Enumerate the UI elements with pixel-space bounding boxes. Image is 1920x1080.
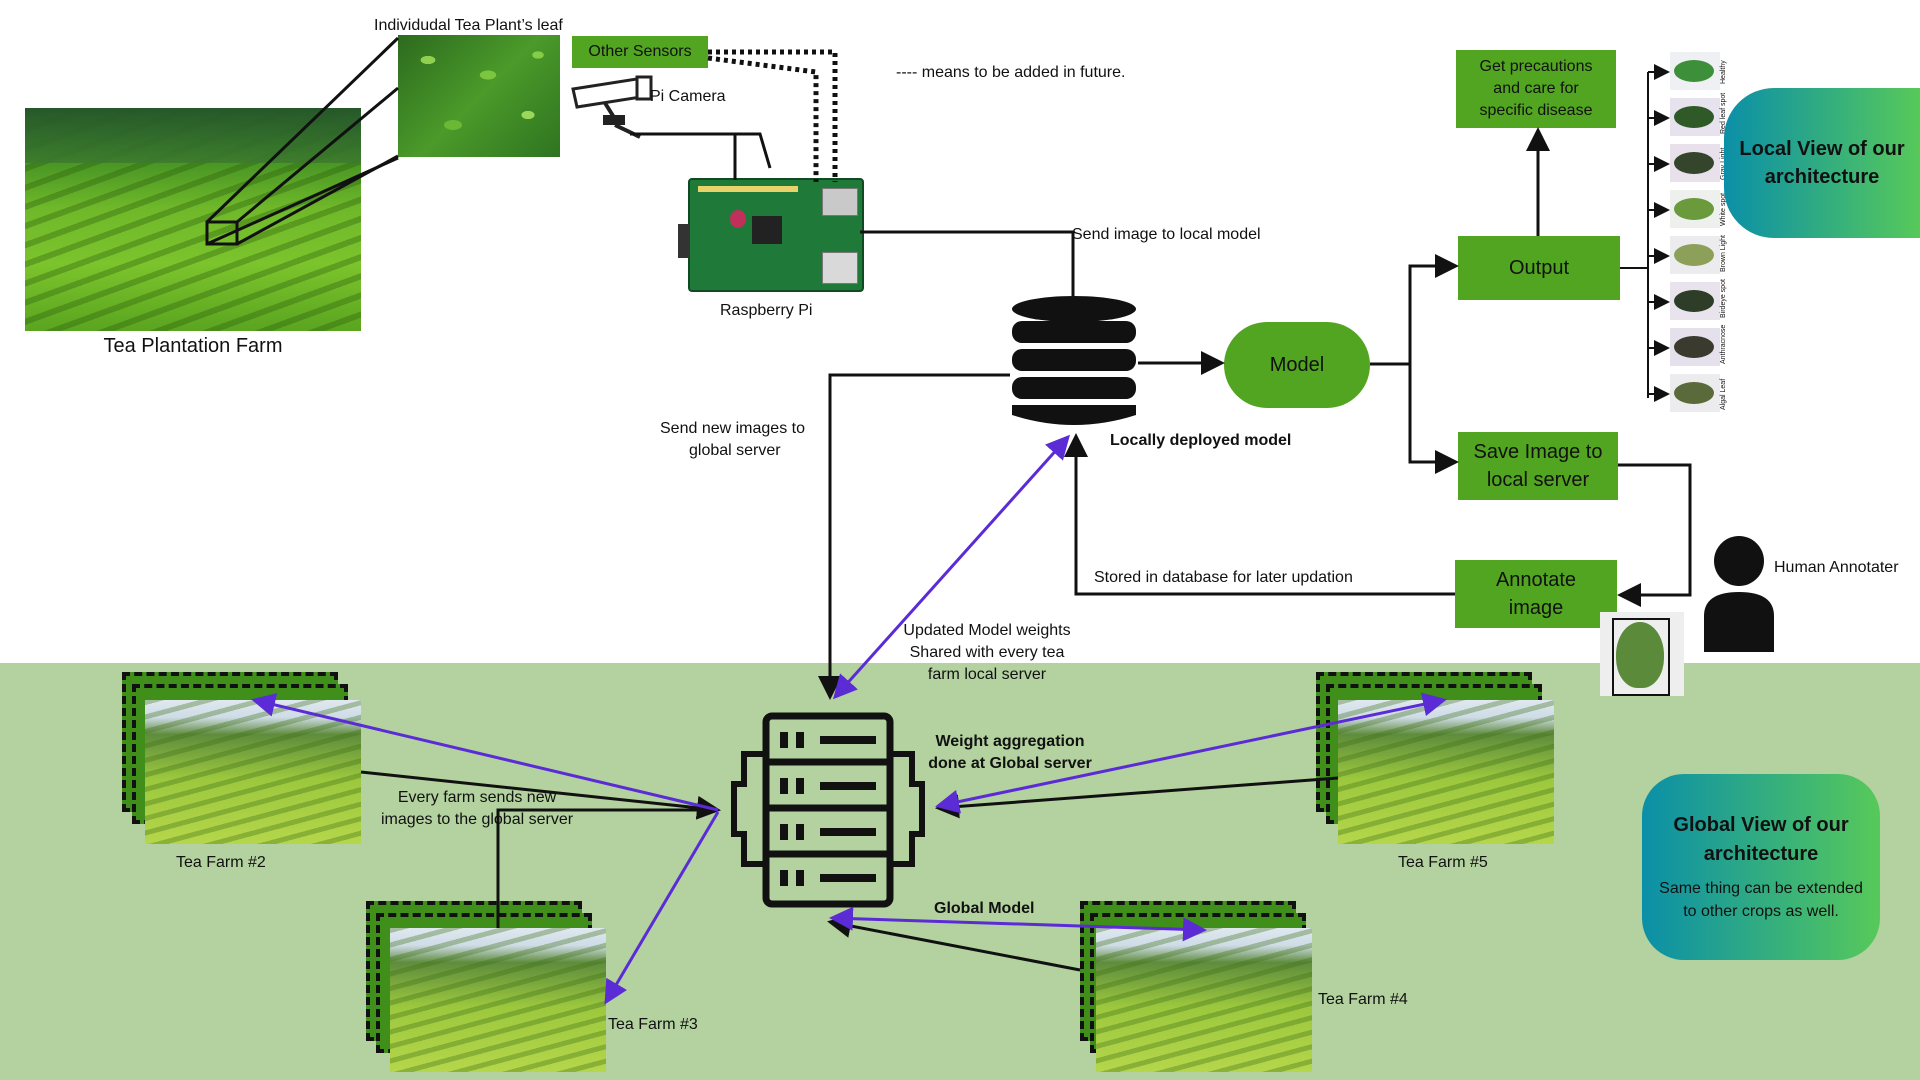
precautions-box: Get precautions and care for specific di… bbox=[1456, 50, 1616, 128]
pi-chip bbox=[752, 216, 782, 244]
farm-2-label: Tea Farm #2 bbox=[176, 854, 266, 871]
leaf-class-label: Birdeye spot bbox=[1720, 279, 1727, 318]
pi-connector bbox=[678, 224, 690, 258]
local-model-label: Locally deployed model bbox=[1110, 432, 1292, 449]
leaf-label: Individudal Tea Plant’s leaf bbox=[374, 17, 563, 34]
leaf-thumb-icon bbox=[1674, 60, 1714, 82]
weight-agg-label: Weight aggregation done at Global server bbox=[928, 733, 1092, 772]
farm-4-label: Tea Farm #4 bbox=[1318, 991, 1408, 1008]
global-view-title: Global View of our architecture bbox=[1673, 814, 1849, 865]
leaf-thumb-icon bbox=[1674, 152, 1714, 174]
every-farm-label: Every farm sends new images to the globa… bbox=[380, 789, 574, 828]
updated-weights-label: Updated Model weights Shared with every … bbox=[903, 622, 1071, 683]
global-model-label: Global Model bbox=[934, 900, 1035, 917]
other-sensors-label: Other Sensors bbox=[588, 43, 692, 60]
leaf-thumb-icon bbox=[1674, 106, 1714, 128]
pi-header bbox=[698, 186, 798, 192]
pi-ethernet bbox=[822, 252, 858, 284]
leaf-class-label: Healthy bbox=[1720, 60, 1727, 84]
future-note: ---- means to be added in future. bbox=[896, 64, 1126, 81]
annotate-label: Annotate image bbox=[1495, 569, 1577, 619]
forest-strip bbox=[25, 108, 361, 163]
model-node: Model bbox=[1224, 322, 1370, 408]
stored-label: Stored in database for later updation bbox=[1094, 569, 1353, 586]
farm-3-label: Tea Farm #3 bbox=[608, 1016, 698, 1033]
leaf-thumb-icon bbox=[1674, 290, 1714, 312]
output-label: Output bbox=[1508, 256, 1570, 279]
pi-camera-label: Pi Camera bbox=[650, 88, 726, 105]
tea-leaf-image bbox=[398, 35, 560, 157]
farm-5-label: Tea Farm #5 bbox=[1398, 854, 1488, 871]
leaf-class-label: Brown Light bbox=[1720, 235, 1727, 272]
global-view-badge: Global View of our architecture Same thi… bbox=[1642, 774, 1880, 960]
tea-farm-5-image bbox=[1338, 700, 1554, 844]
precautions-label: Get precautions and care for specific di… bbox=[1479, 58, 1593, 119]
leaf-thumb-icon bbox=[1674, 382, 1714, 404]
leaf-shape-icon bbox=[1616, 622, 1664, 688]
global-server-icon bbox=[728, 712, 928, 908]
annotated-leaf-image bbox=[1600, 612, 1684, 696]
leaf-thumb-icon bbox=[1674, 244, 1714, 266]
raspberry-logo-icon bbox=[730, 210, 746, 228]
tea-farm-3-image bbox=[390, 928, 606, 1072]
local-view-label: Local View of our architecture bbox=[1739, 138, 1905, 188]
pi-usb bbox=[822, 188, 858, 216]
leaf-class-label: Algal Leaf bbox=[1720, 378, 1727, 410]
leaf-class-item: Red leaf spot bbox=[1670, 93, 1727, 136]
global-view-sub: Same thing can be extended to other crop… bbox=[1659, 880, 1863, 920]
tea-farm-2-image bbox=[145, 700, 361, 844]
leaf-thumb-icon bbox=[1674, 336, 1714, 358]
output-box: Output bbox=[1458, 236, 1620, 300]
leaf-class-item: Brown Light bbox=[1670, 235, 1727, 274]
leaf-class-item: White spot bbox=[1670, 190, 1727, 228]
leaf-class-item: Birdeye spot bbox=[1670, 279, 1727, 320]
send-global-label-2: global server bbox=[689, 442, 781, 459]
bounding-box bbox=[1612, 618, 1670, 696]
database-icon bbox=[1010, 295, 1138, 430]
tea-plantation-image bbox=[25, 108, 361, 331]
leaf-class-list: Healthy Red leaf spot Gray Light White s… bbox=[1670, 52, 1740, 422]
tea-farm-4-image bbox=[1096, 928, 1312, 1072]
leaf-class-item: Healthy bbox=[1670, 52, 1727, 90]
human-label: Human Annotater bbox=[1774, 559, 1899, 576]
leaf-class-item: Anthracnose bbox=[1670, 325, 1727, 366]
other-sensors-box: Other Sensors bbox=[572, 36, 708, 68]
leaf-class-item: Algal Leaf bbox=[1670, 374, 1727, 412]
send-local-label: Send image to local model bbox=[1072, 226, 1261, 243]
leaf-thumb-icon bbox=[1674, 198, 1714, 220]
raspberry-pi-board bbox=[678, 178, 864, 292]
save-image-box: Save Image to local server bbox=[1458, 432, 1618, 500]
local-view-badge: Local View of our architecture bbox=[1724, 88, 1920, 238]
raspberry-pi-label: Raspberry Pi bbox=[720, 302, 813, 319]
leaf-class-item: Gray Light bbox=[1670, 144, 1727, 182]
send-global-label-1: Send new images to bbox=[660, 420, 805, 437]
person-icon bbox=[1700, 534, 1778, 654]
annotate-box: Annotate image bbox=[1455, 560, 1617, 628]
model-label: Model bbox=[1269, 353, 1325, 376]
save-image-label: Save Image to local server bbox=[1473, 441, 1603, 491]
leaf-class-label: Anthracnose bbox=[1720, 324, 1727, 364]
farm-label: Tea Plantation Farm bbox=[103, 335, 283, 357]
